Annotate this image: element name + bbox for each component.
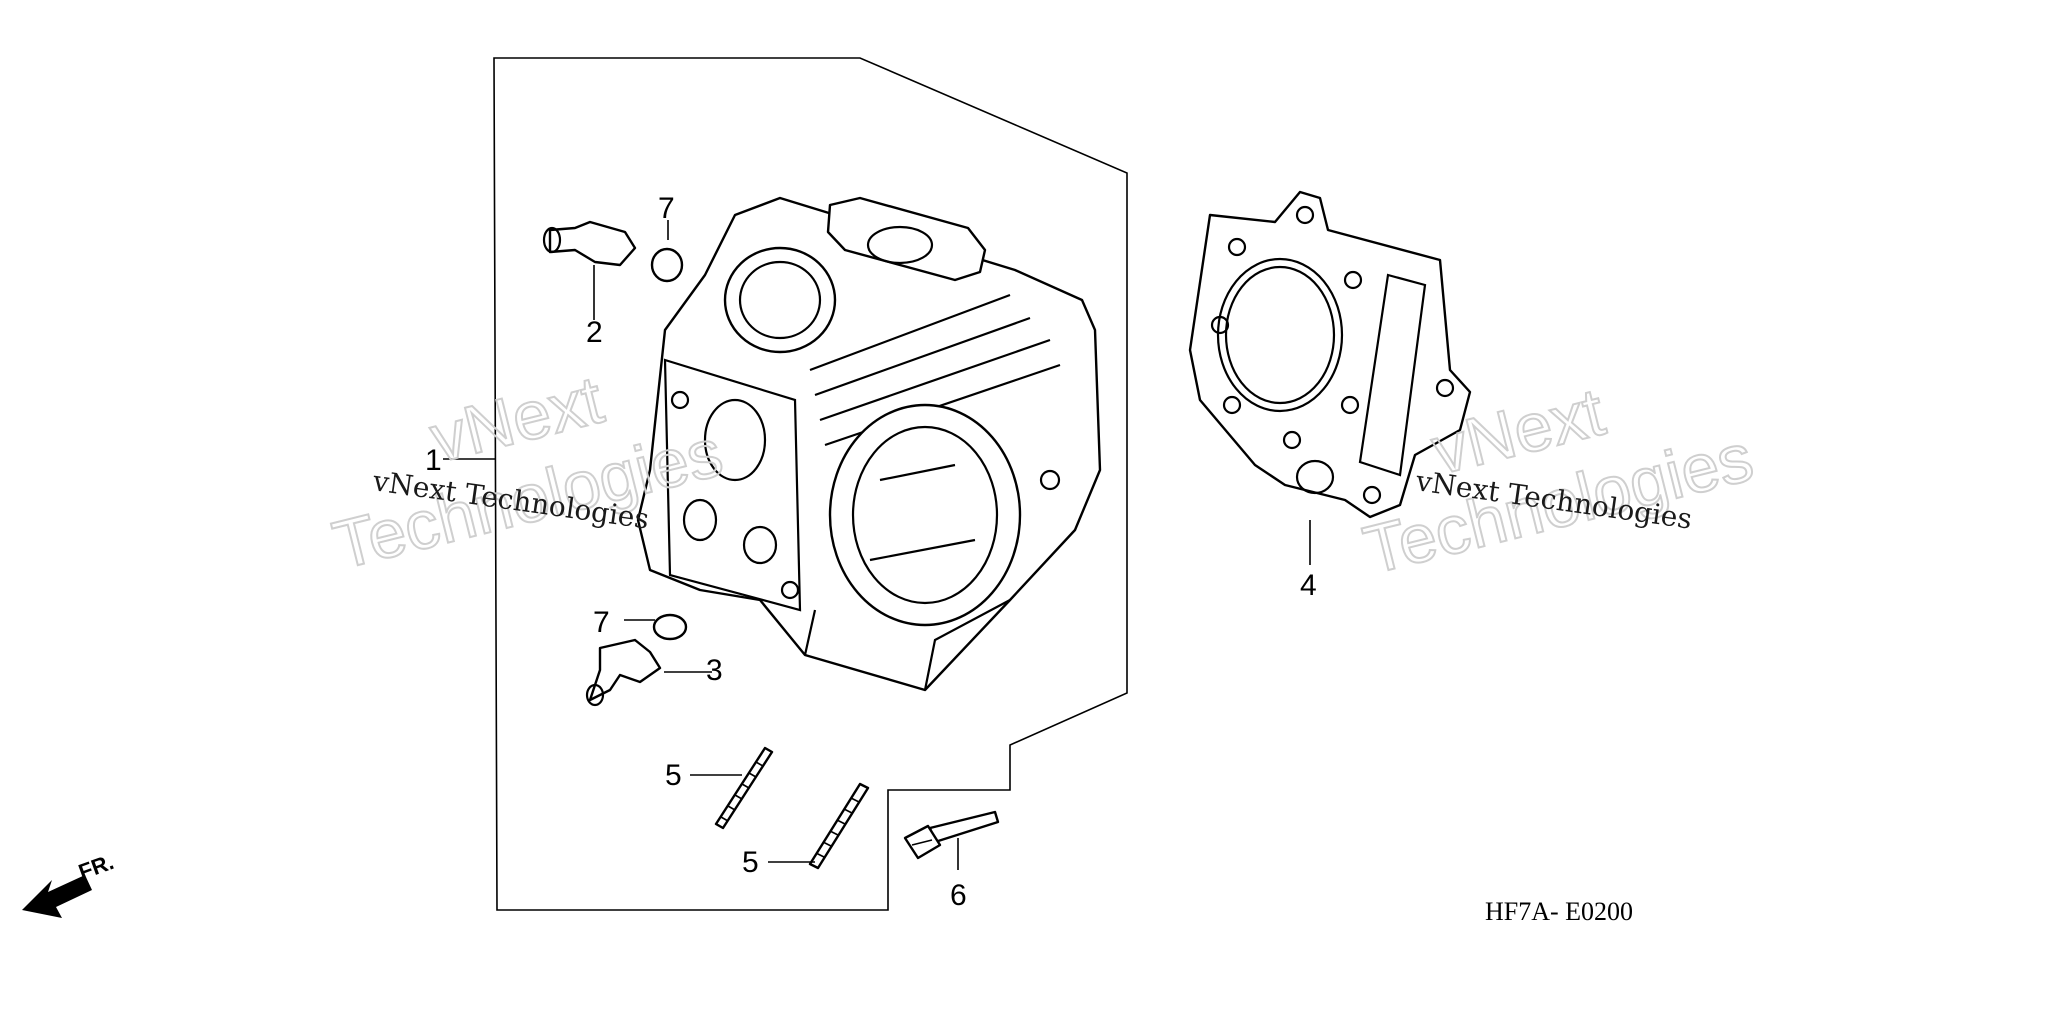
stud-bolt-3-part[interactable] xyxy=(585,638,662,707)
stud-bolt-2-part[interactable] xyxy=(542,220,637,267)
front-direction-arrow-icon: FR. xyxy=(22,849,117,918)
callout-4: 4 xyxy=(1300,569,1317,602)
callout-5a: 5 xyxy=(665,759,682,792)
flange-bolt-6-part[interactable] xyxy=(903,810,1000,860)
assembly-boundary xyxy=(493,57,1128,911)
callout-5b: 5 xyxy=(742,846,759,879)
o-ring-upper-part[interactable] xyxy=(650,247,684,283)
callout-3: 3 xyxy=(706,654,723,687)
o-ring-lower-part[interactable] xyxy=(652,613,688,641)
stud-bolt-5a-part[interactable] xyxy=(714,746,774,830)
stud-bolt-5b-part[interactable] xyxy=(808,782,870,870)
leader-lines xyxy=(443,220,1311,870)
callout-1: 1 xyxy=(425,444,442,477)
cylinder-head-part[interactable] xyxy=(636,196,1102,692)
callout-6: 6 xyxy=(950,879,967,912)
callout-2: 2 xyxy=(586,316,603,349)
figure-code: HF7A- E0200 xyxy=(1485,897,1633,926)
callout-7-upper: 7 xyxy=(658,192,675,225)
head-gasket-part[interactable] xyxy=(1188,190,1472,519)
front-direction-label: FR. xyxy=(75,849,117,885)
callout-7-lower: 7 xyxy=(593,606,610,639)
